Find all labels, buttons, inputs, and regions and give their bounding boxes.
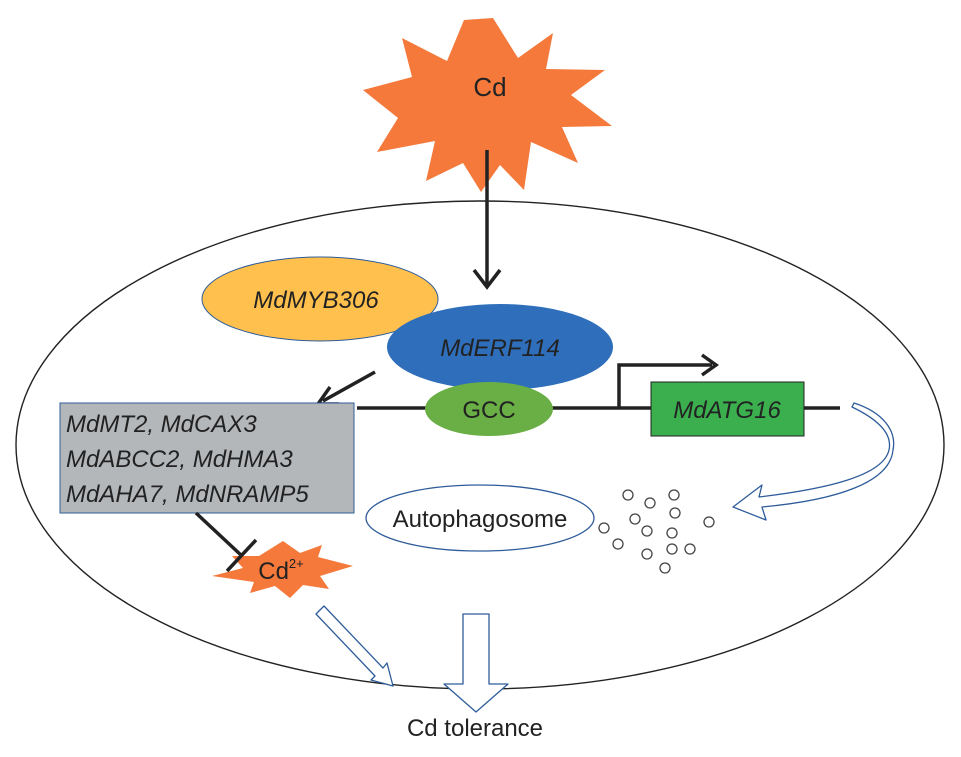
promoter-arrow [617,363,712,408]
mdatg16-label: MdATG16 [673,397,781,424]
dot [641,525,653,537]
mdmyb306-protein [201,256,439,342]
cd-to-erf-arrowhead [472,268,502,290]
genes-inhibit-line [194,511,244,558]
cd-tolerance-label: Cd tolerance [407,715,543,742]
dot [629,513,641,525]
promoter-arrowhead [700,353,720,377]
mdmyb306-label: MdMYB306 [253,287,379,314]
dot [684,543,696,555]
autophagy-to-tolerance-arrow [443,613,509,713]
gcc-label: GCC [462,397,515,424]
dot [612,538,624,550]
erf-to-genes-arrow [322,370,376,403]
dot [622,489,634,501]
target-genes-box [59,402,355,514]
dot [669,507,681,519]
mderf114-label: MdERF114 [440,335,560,362]
cd-starburst [363,18,612,192]
autophagosome [365,484,595,552]
dot [666,543,678,555]
dot [666,527,678,539]
autophagy-dots [598,489,715,574]
dot [703,516,715,528]
genes-line-2: MdABCC2, MdHMA3 [66,446,293,473]
mdatg16-gene [650,381,805,437]
genes-inhibit-bar [225,538,258,573]
dot [659,562,671,574]
cd-label: Cd [473,72,506,102]
genes-line-1: MdMT2, MdCAX3 [66,411,257,438]
autophagosome-label: Autophagosome [393,506,568,533]
atg16-to-autophagy-arrow [732,402,895,521]
dot [641,548,653,560]
mderf114-protein [387,304,613,390]
cd-ion-charge: 2+ [289,556,304,571]
cd-ion-label: Cd2+ [258,556,304,585]
gcc-element [425,382,553,436]
ion-to-tolerance-arrow [315,605,394,687]
dot [598,522,610,534]
dot [644,497,656,509]
cd-ion-starburst [212,541,353,598]
dot [668,489,680,501]
genes-line-3: MdAHA7, MdNRAMP5 [66,481,309,508]
